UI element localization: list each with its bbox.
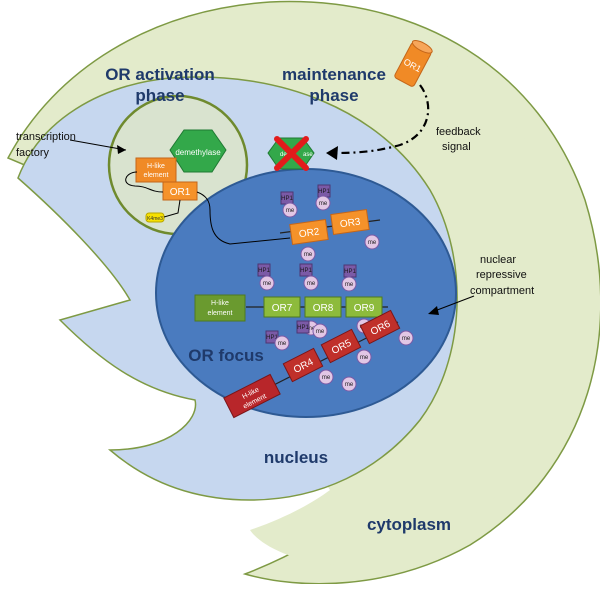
factory-chromatin-loop (125, 171, 291, 245)
or4-gene: OR4 (282, 347, 324, 383)
activation-title-line2: phase (135, 86, 184, 105)
hp1-or7: HP1 (257, 263, 271, 277)
me-green-a-label: me (307, 326, 316, 332)
hp1-or2-b-label: HP1 (318, 189, 330, 195)
blocked-ase-label: ase (303, 152, 313, 158)
hp1-or9: HP1 (343, 264, 357, 278)
factory-hlike-element (135, 157, 177, 183)
feedback-label-line2: signal (442, 141, 471, 153)
factory-hlike-line1: H-like (147, 163, 165, 170)
or3-gene: OR3 (330, 209, 370, 235)
maintenance-title-line1: maintenance (282, 65, 386, 84)
me-or5-label: me (316, 329, 325, 335)
me-or7-label: me (263, 281, 272, 287)
me-or2-a: me (282, 202, 298, 218)
k4me3-label: K4me3 (147, 216, 163, 222)
me-or3-a-label: me (368, 240, 377, 246)
hp1-or2-b: HP1 (317, 184, 331, 198)
hp1-or8: HP1 (299, 263, 313, 277)
or2-label: OR2 (298, 227, 320, 241)
hp1-or5-label: HP1 (297, 325, 309, 331)
me-red-b-label: me (360, 355, 369, 361)
hlike-green-line2: element (208, 310, 233, 317)
or8-gene (304, 296, 342, 318)
me-or2-c-label: me (304, 252, 313, 258)
hp1-or4-label: HP1 (266, 335, 278, 341)
hlike-green-element (194, 294, 246, 322)
me-red-c-label: me (402, 336, 411, 342)
demethylase-label: demethylase (175, 148, 221, 157)
nuclear-label-line1: nuclear (480, 254, 516, 266)
me-or2-b-label: me (319, 201, 328, 207)
hp1-or5: HP1 (296, 320, 310, 334)
nuclear-arrowhead (428, 306, 439, 315)
me-or2-a-label: me (286, 208, 295, 214)
transcription-arrow (69, 139, 127, 151)
hp1-or9-label: HP1 (344, 269, 356, 275)
or6-gene: OR6 (359, 309, 401, 345)
k4me3-mark (145, 212, 165, 223)
me-or3-a: me (364, 234, 380, 250)
nuclear-label-line2: repressive (476, 269, 527, 281)
maintenance-title-line2: phase (309, 86, 358, 105)
or3-label: OR3 (339, 217, 361, 231)
me-or7: me (259, 275, 275, 291)
or9-gene (345, 296, 383, 318)
me-red-d-label: me (345, 382, 354, 388)
me-or9: me (341, 276, 357, 292)
feedback-label-line1: feedback (436, 126, 481, 138)
transcription-label-line2: factory (16, 147, 50, 159)
or-focus-compartment (155, 168, 457, 418)
me-red-a: me (318, 369, 334, 385)
hlike-green-line1: H-like (211, 300, 229, 307)
me-or9-label: me (345, 282, 354, 288)
me-or2-c: me (300, 246, 316, 262)
or7-gene (263, 296, 301, 318)
feedback-arrowhead (326, 146, 338, 160)
me-or5: me (312, 323, 328, 339)
or5-gene: OR5 (320, 328, 362, 364)
or-focus-label: OR focus (188, 346, 264, 365)
me-or4: me (274, 335, 290, 351)
me-red-a-label: me (322, 375, 331, 381)
hp1-or2-a: HP1 (280, 191, 294, 205)
or9-label: OR9 (354, 303, 375, 314)
me-red-b: me (356, 349, 372, 365)
or2-gene: OR2 (289, 219, 329, 245)
demethylase-hexagon (169, 129, 227, 173)
transcription-label-line1: transcription (16, 131, 76, 143)
hp1-or8-label: HP1 (300, 268, 312, 274)
factory-or1-label: OR1 (170, 187, 191, 198)
activation-title-line1: OR activation (105, 65, 215, 84)
hp1-or7-label: HP1 (258, 268, 270, 274)
or1-receptor: OR1 (394, 40, 433, 87)
transcription-arrowhead (117, 145, 126, 154)
red-x-mark (274, 136, 309, 171)
me-red-d: me (341, 376, 357, 392)
me-or8: me (303, 275, 319, 291)
nucleus-label: nucleus (264, 448, 328, 467)
nuclear-label-line3: compartment (470, 285, 534, 297)
or8-label: OR8 (313, 303, 334, 314)
me-red-c: me (398, 330, 414, 346)
hlike-red-element: H-like element (223, 373, 281, 419)
hp1-or2-a-label: HP1 (281, 196, 293, 202)
me-or2-b: me (315, 195, 331, 211)
or7-label: OR7 (272, 303, 293, 314)
nuclear-arrow (431, 295, 475, 313)
me-or4-label: me (278, 341, 287, 347)
feedback-arrow (334, 84, 430, 155)
factory-hlike-line2: element (144, 172, 169, 179)
me-or8-label: me (307, 281, 316, 287)
cytoplasm-label: cytoplasm (367, 515, 451, 534)
